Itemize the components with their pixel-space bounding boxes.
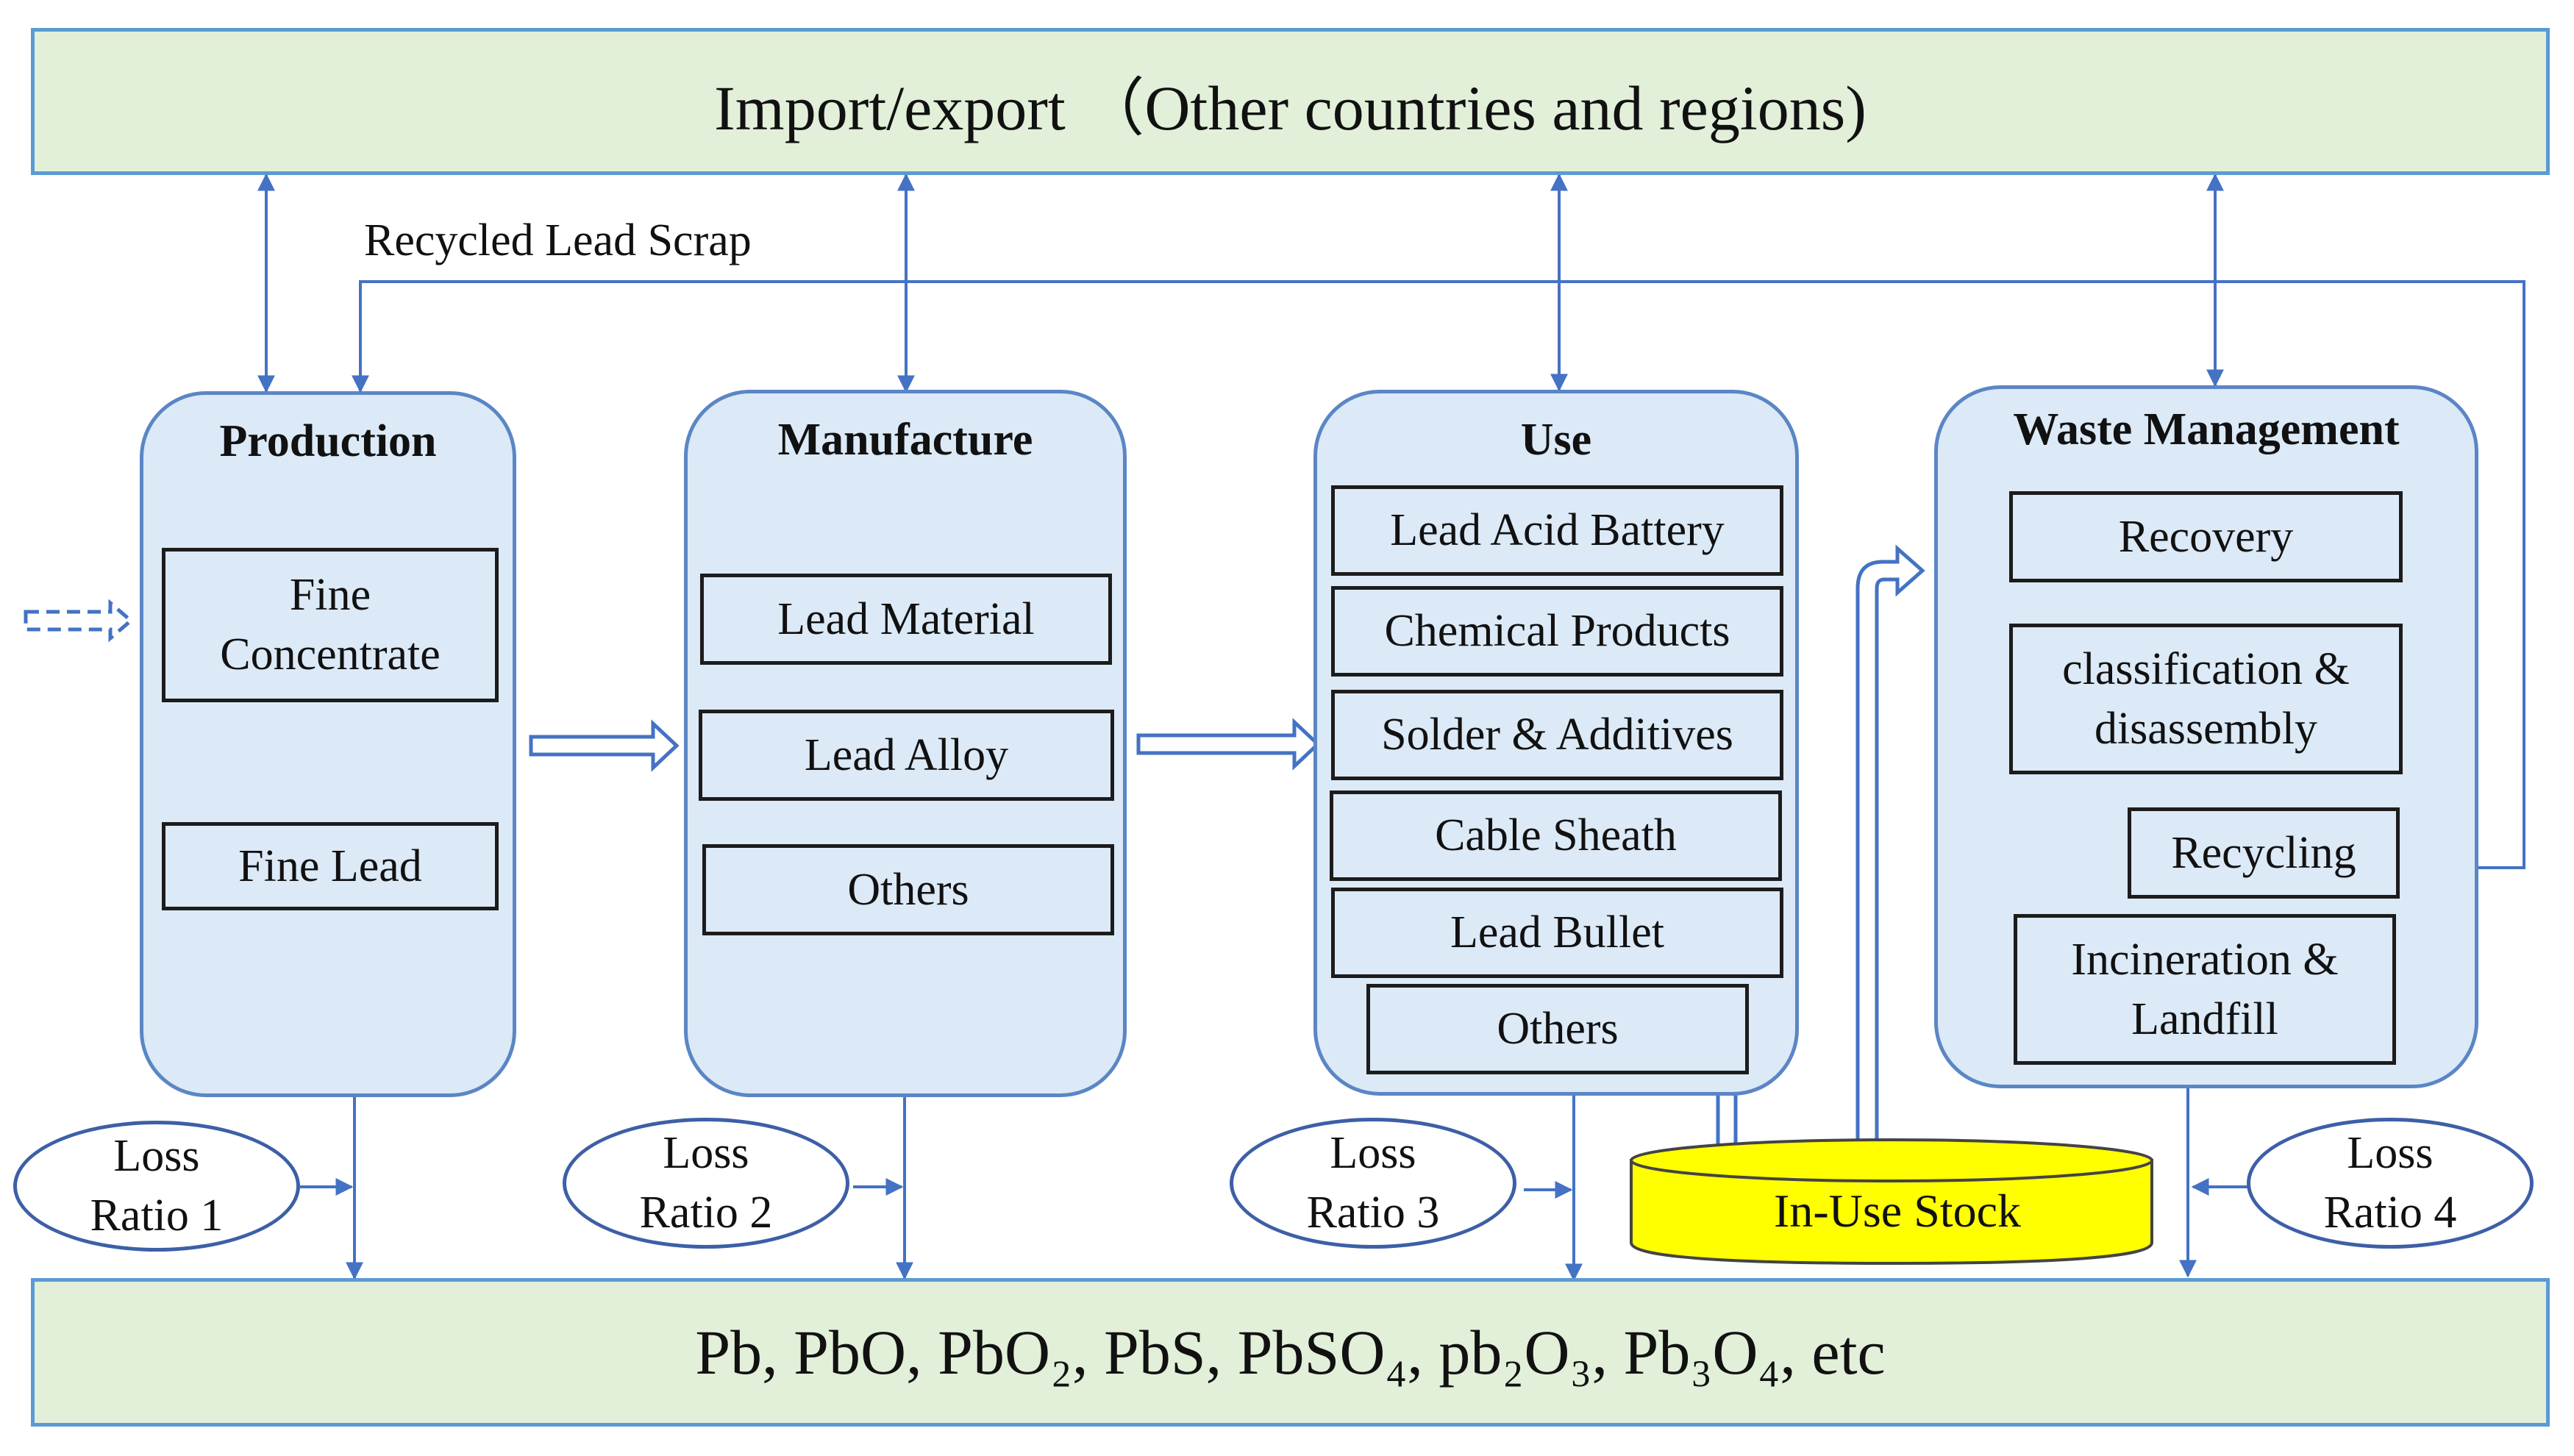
production-fine-lead: Fine Lead — [162, 822, 499, 910]
waste-classification-disassembly: classification & disassembly — [2009, 624, 2403, 774]
output-compounds-label: Pb, PbO, PbO₂, PbS, PbSO₄, pb₂O₃, Pb₃O₄,… — [695, 1317, 1886, 1388]
recycled-scrap-label: Recycled Lead Scrap — [364, 215, 752, 265]
waste-recycling: Recycling — [2128, 807, 2400, 899]
in-use-stock-label: In-Use Stock — [1774, 1185, 2021, 1237]
production-fine-concentrate: Fine Concentrate — [162, 548, 499, 702]
in-use-stock-cylinder — [1630, 1138, 2153, 1266]
stage-manufacture-title: Manufacture — [777, 415, 1033, 465]
manufacture-lead-material: Lead Material — [700, 574, 1112, 665]
use-others: Others — [1366, 984, 1749, 1074]
loss-ratio-3: Loss Ratio 3 — [1230, 1118, 1516, 1249]
stage-use-title: Use — [1520, 415, 1592, 465]
use-lead-acid-battery: Lead Acid Battery — [1331, 485, 1783, 576]
stage-production-title: Production — [219, 416, 437, 466]
stage-waste-title: Waste Management — [2013, 404, 2400, 454]
manufacture-others: Others — [702, 844, 1114, 935]
stock-to-waste-arrow — [1855, 544, 1925, 1149]
use-chemical-products: Chemical Products — [1331, 586, 1783, 677]
input-dashed-arrow — [24, 599, 134, 643]
loss-ratio-1: Loss Ratio 1 — [13, 1121, 300, 1252]
import-export-banner: Import/export （Other countries and regio… — [31, 28, 2550, 175]
waste-incineration-landfill: Incineration & Landfill — [2014, 914, 2396, 1065]
use-lead-bullet: Lead Bullet — [1331, 888, 1783, 978]
manufacture-to-use-arrow — [1136, 718, 1321, 771]
stage-production: Production — [140, 391, 516, 1097]
use-cable-sheath: Cable Sheath — [1330, 791, 1782, 881]
use-solder-additives: Solder & Additives — [1331, 690, 1783, 780]
loss-ratio-4: Loss Ratio 4 — [2247, 1118, 2534, 1249]
recycled-scrap-loop — [352, 280, 2525, 869]
waste-recovery: Recovery — [2009, 491, 2403, 582]
production-to-manufacture-arrow — [529, 719, 680, 772]
loss-ratio-2: Loss Ratio 2 — [563, 1118, 849, 1249]
output-compounds-banner: Pb, PbO, PbO₂, PbS, PbSO₄, pb₂O₃, Pb₃O₄,… — [31, 1278, 2550, 1427]
import-export-label: Import/export （Other countries and regio… — [714, 72, 1867, 143]
manufacture-lead-alloy: Lead Alloy — [699, 710, 1114, 801]
